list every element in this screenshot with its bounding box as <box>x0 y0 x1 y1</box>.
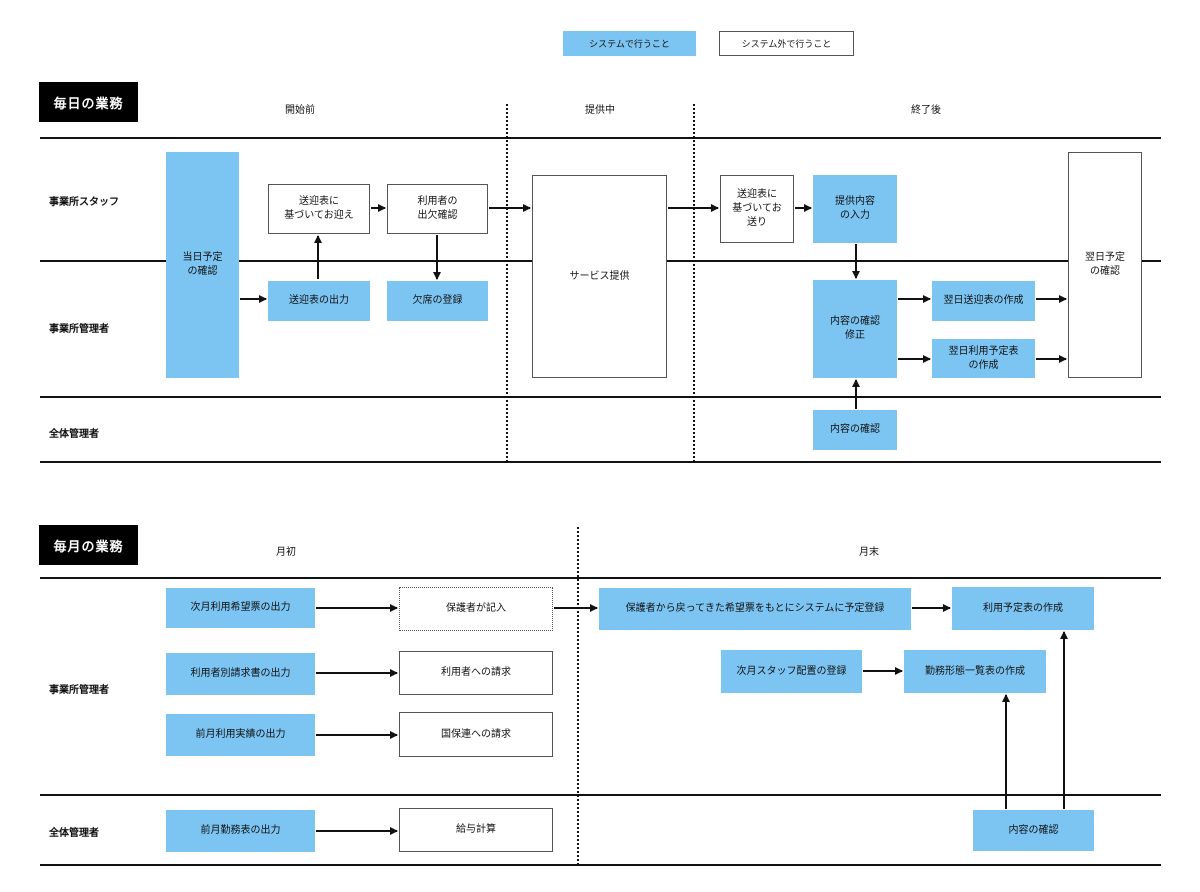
box-next-usage: 翌日利用予定表 の作成 <box>932 339 1035 378</box>
phase-during: 提供中 <box>585 105 615 116</box>
phase-month-start: 月初 <box>276 547 296 558</box>
monthly-lane-divider <box>40 794 1161 796</box>
box-billing-output: 利用者別請求書の出力 <box>166 653 315 695</box>
box-usage-plan: 利用予定表の作成 <box>952 587 1094 630</box>
box-service: サービス提供 <box>532 175 667 378</box>
box-user-billing: 利用者への請求 <box>399 651 553 695</box>
box-pickup: 送迎表に 基づいてお迎え <box>268 184 370 234</box>
box-attendance-output: 前月勤務表の出力 <box>166 810 315 852</box>
box-payroll: 給与計算 <box>399 808 553 852</box>
box-today-plan: 当日予定 の確認 <box>166 152 239 378</box>
legend-external: システム外で行うこと <box>719 31 854 56</box>
legend-system: システムで行うこと <box>563 31 696 56</box>
lane-monthly-manager: 事業所管理者 <box>49 685 109 696</box>
box-national-billing: 国保連への請求 <box>399 712 553 757</box>
box-work-table: 勤務形態一覧表の作成 <box>904 650 1046 693</box>
phase-month-end: 月末 <box>859 547 879 558</box>
box-output-schedule: 送迎表の出力 <box>268 281 370 321</box>
box-attendance: 利用者の 出欠確認 <box>387 184 488 234</box>
lane-monthly-admin: 全体管理者 <box>49 828 99 839</box>
box-staff-assign: 次月スタッフ配置の登録 <box>721 650 862 693</box>
daily-section-title: 毎日の業務 <box>39 82 138 122</box>
box-register-plan: 保護者から戻ってきた希望票をもとにシステムに予定登録 <box>599 588 911 630</box>
monthly-section-title: 毎月の業務 <box>39 525 138 565</box>
daily-bottom-line <box>40 461 1161 463</box>
phase-before: 開始前 <box>285 105 315 116</box>
box-next-transport: 翌日送迎表の作成 <box>932 281 1035 321</box>
box-results-output: 前月利用実績の出力 <box>166 714 315 756</box>
box-input-content: 提供内容 の入力 <box>813 175 897 243</box>
box-check-fix: 内容の確認 修正 <box>813 280 897 378</box>
daily-phase-divider-2 <box>693 104 695 462</box>
box-next-plan: 翌日予定 の確認 <box>1068 152 1142 378</box>
lane-admin: 全体管理者 <box>49 429 99 440</box>
monthly-phase-divider <box>577 527 579 865</box>
box-wish-output: 次月利用希望票の出力 <box>166 588 315 628</box>
monthly-top-line <box>40 577 1161 579</box>
box-guardian-fill: 保護者が記入 <box>399 587 553 631</box>
daily-phase-divider-1 <box>506 104 508 462</box>
box-admin-check-daily: 内容の確認 <box>813 410 897 450</box>
box-dropoff: 送迎表に 基づいてお 送り <box>720 175 794 243</box>
box-absence-register: 欠席の登録 <box>387 281 488 321</box>
box-admin-check-monthly: 内容の確認 <box>973 810 1094 851</box>
daily-lane-divider-2 <box>40 396 1161 398</box>
phase-after: 終了後 <box>911 105 941 116</box>
monthly-bottom-line <box>40 864 1161 866</box>
lane-manager: 事業所管理者 <box>49 324 109 335</box>
lane-staff: 事業所スタッフ <box>49 197 119 208</box>
daily-top-line <box>40 137 1161 139</box>
